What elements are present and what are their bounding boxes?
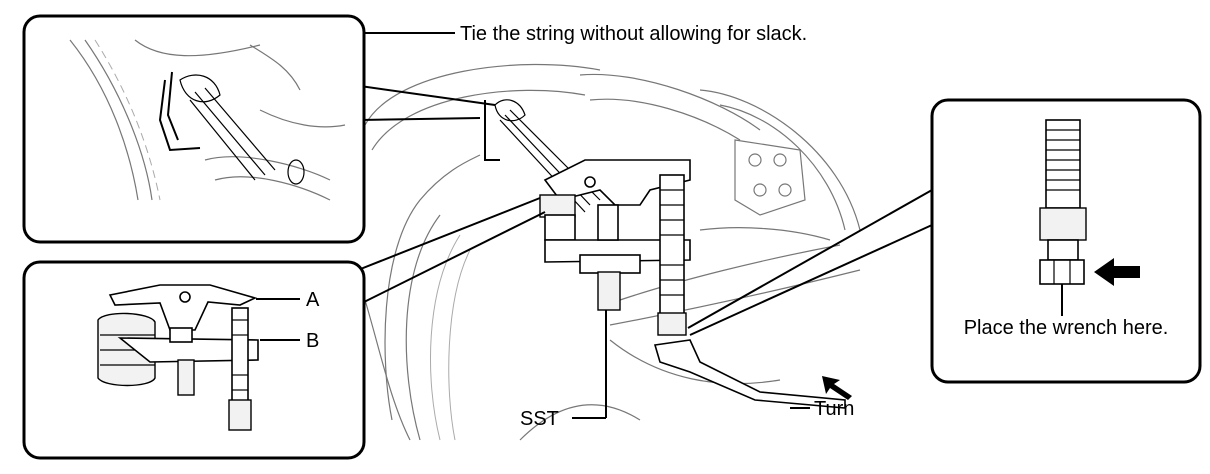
curved-arrow-icon — [822, 376, 852, 400]
filled-arrow-left-icon — [1094, 258, 1140, 286]
sst-callout-group: SST — [520, 310, 607, 430]
inset-sst-detail: A B — [22, 260, 366, 460]
turn-callout: Turn — [814, 398, 854, 420]
inset-string-tie — [22, 14, 366, 244]
turn-callout-group: Turn — [790, 376, 854, 420]
inset-wrench-position: Place the wrench here. — [930, 98, 1202, 384]
main-illustration — [364, 63, 861, 441]
label-b: B — [306, 330, 319, 352]
label-a: A — [306, 289, 320, 311]
wrench-callout: Place the wrench here. — [964, 317, 1169, 339]
string-callout: Tie the string without allowing for slac… — [460, 23, 807, 45]
brake-disc — [364, 63, 641, 441]
steering-knuckle — [579, 73, 861, 385]
sst-callout: SST — [520, 408, 559, 430]
sst-puller — [539, 159, 846, 409]
